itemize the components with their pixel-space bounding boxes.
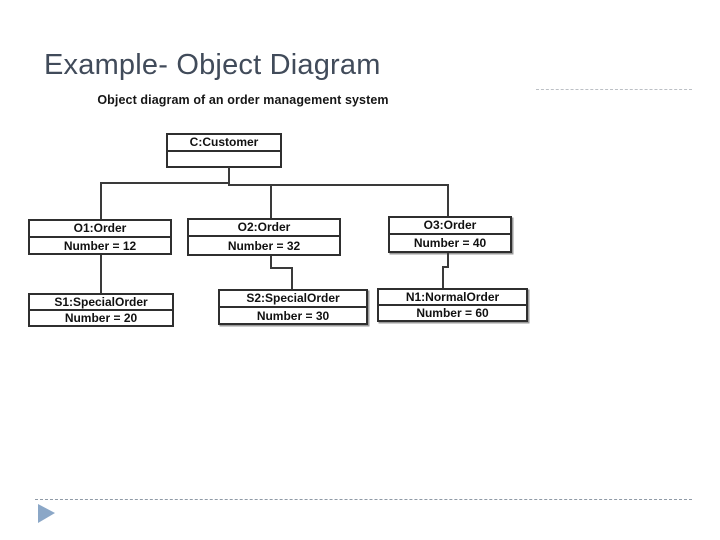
diagram-caption: Object diagram of an order management sy… [97, 93, 389, 107]
object-node-attribute: Number = 20 [64, 311, 138, 325]
connector-branch-left [100, 182, 230, 184]
object-node-name: N1:NormalOrder [379, 290, 526, 306]
object-node-customer: C:Customer [166, 133, 282, 168]
object-node-n1-normalorder: N1:NormalOrder Number = 60 [377, 288, 528, 322]
object-node-o3-order: O3:Order Number = 40 [388, 216, 512, 253]
object-node-attribute [168, 152, 280, 166]
slide-bullet-arrow-icon [38, 504, 55, 523]
object-node-attribute: Number = 60 [416, 306, 489, 320]
object-node-attribute: Number = 40 [413, 236, 487, 250]
object-node-s2-specialorder: S2:SpecialOrder Number = 30 [218, 289, 368, 325]
decorative-dashed-rule-bottom [35, 499, 692, 500]
connector-o3-n1-seg1 [447, 253, 449, 268]
connector-o1-s1 [100, 255, 102, 293]
object-node-name: C:Customer [168, 135, 280, 152]
object-node-name: S2:SpecialOrder [220, 291, 366, 308]
connector-o2-s2-seg3 [291, 267, 293, 289]
object-node-o2-order: O2:Order Number = 32 [187, 218, 341, 256]
object-node-attribute: Number = 30 [256, 308, 330, 323]
connector-o2-s2-seg2 [270, 267, 293, 269]
object-node-name: O2:Order [189, 220, 339, 237]
connector-customer-stem [228, 167, 230, 184]
object-node-name: O1:Order [30, 221, 170, 238]
object-node-name: O3:Order [390, 218, 510, 235]
object-node-name: S1:SpecialOrder [30, 295, 172, 311]
connector-o2-s2-seg1 [270, 256, 272, 269]
object-node-s1-specialorder: S1:SpecialOrder Number = 20 [28, 293, 174, 327]
connector-drop-o3 [447, 184, 449, 216]
connector-branch-right [228, 184, 449, 186]
decorative-dashed-rule-top [536, 89, 692, 90]
connector-drop-o1 [100, 182, 102, 219]
connector-o3-n1-seg2 [442, 266, 449, 268]
object-node-attribute: Number = 12 [63, 238, 137, 253]
object-node-o1-order: O1:Order Number = 12 [28, 219, 172, 255]
object-node-attribute: Number = 32 [227, 238, 301, 253]
page-title: Example- Object Diagram [44, 49, 381, 81]
connector-drop-o2 [270, 184, 272, 218]
connector-o3-n1-seg3 [442, 266, 444, 288]
